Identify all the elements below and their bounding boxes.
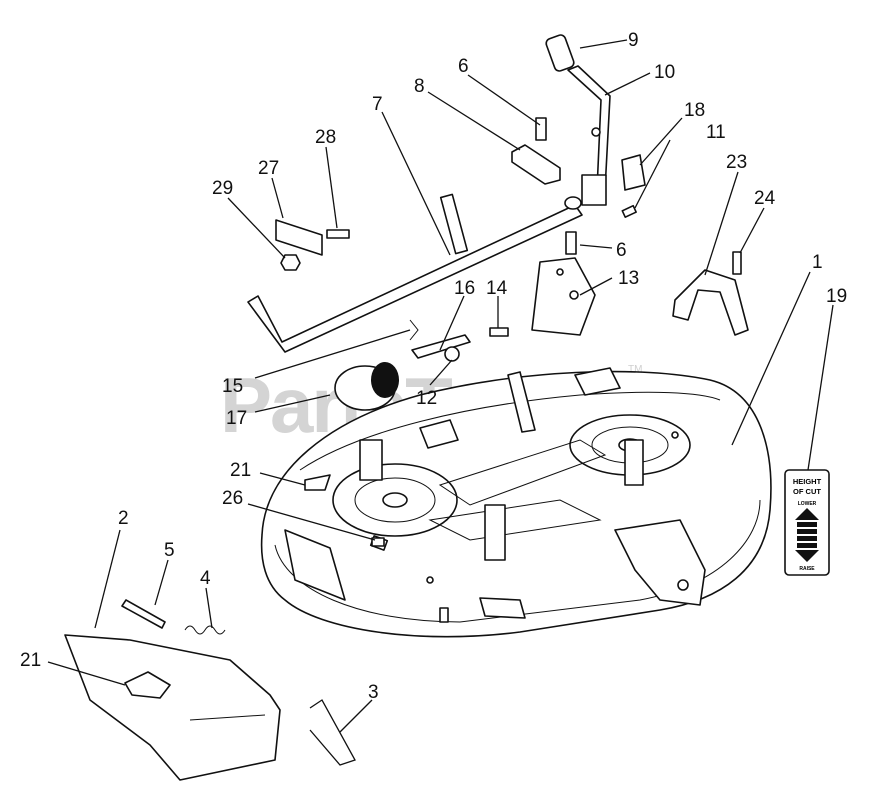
leader-lines bbox=[47, 39, 834, 733]
callout-26: 26 bbox=[222, 488, 243, 509]
callout-21-deck: 21 bbox=[230, 460, 251, 481]
callout-4: 4 bbox=[200, 568, 211, 589]
callout-16: 16 bbox=[454, 278, 475, 299]
callout-11: 11 bbox=[706, 122, 726, 143]
callout-9: 9 bbox=[628, 30, 639, 51]
mower-deck bbox=[260, 367, 772, 638]
lift-shaft bbox=[247, 193, 583, 353]
decal-title-line1: HEIGHT bbox=[793, 477, 822, 486]
callout-5: 5 bbox=[164, 540, 175, 561]
callout-10: 10 bbox=[654, 62, 675, 83]
callout-14: 14 bbox=[486, 278, 508, 299]
callout-23: 23 bbox=[726, 152, 747, 173]
arrow-down-icon bbox=[795, 550, 819, 562]
decal-lower-label: LOWER bbox=[798, 501, 817, 507]
callout-15: 15 bbox=[222, 376, 243, 397]
callout-6-upper: 6 bbox=[458, 56, 469, 77]
callout-28: 28 bbox=[315, 127, 336, 148]
arrow-up-icon bbox=[795, 508, 819, 520]
decal-title-line2: OF CUT bbox=[793, 487, 821, 496]
decal-raise-label: RAISE bbox=[799, 566, 815, 572]
callout-3: 3 bbox=[368, 682, 379, 703]
callout-27: 27 bbox=[258, 158, 279, 179]
callout-18: 18 bbox=[684, 100, 705, 121]
callout-21-chute: 21 bbox=[20, 650, 41, 671]
callout-numbers: 1 2 3 4 5 6 6 7 8 9 10 11 12 13 14 15 16… bbox=[20, 30, 847, 703]
callout-8: 8 bbox=[414, 76, 425, 97]
callout-12: 12 bbox=[416, 388, 437, 409]
callout-2: 2 bbox=[118, 508, 129, 529]
lift-handle bbox=[545, 34, 611, 206]
discharge-chute bbox=[64, 599, 356, 781]
watermark-trademark: TM bbox=[628, 364, 642, 375]
callout-1: 1 bbox=[812, 252, 823, 273]
callout-24: 24 bbox=[754, 188, 776, 209]
small-parts bbox=[275, 117, 749, 547]
callout-19: 19 bbox=[826, 286, 847, 307]
callout-29: 29 bbox=[212, 178, 233, 199]
callout-6-lower: 6 bbox=[616, 240, 627, 261]
callout-13: 13 bbox=[618, 268, 639, 289]
callout-7: 7 bbox=[372, 94, 383, 115]
height-of-cut-decal: HEIGHT OF CUT LOWER RAISE bbox=[784, 469, 830, 576]
callout-17: 17 bbox=[226, 408, 247, 429]
